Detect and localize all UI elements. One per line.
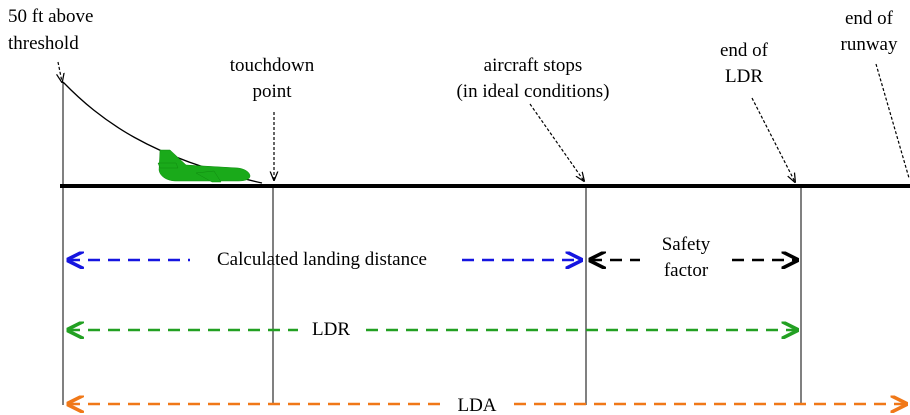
stop-pointer (529, 103, 584, 181)
touchdown-label-line1: touchdown (230, 55, 315, 76)
safety-factor-label-line1: Safety (662, 234, 711, 255)
stop-label-line1: aircraft stops (484, 55, 583, 76)
threshold-pointer (58, 61, 62, 82)
threshold-label-line1: 50 ft above (8, 6, 93, 27)
safety-factor-label-line2: factor (664, 260, 709, 281)
touchdown-label-line2: point (252, 81, 292, 102)
end-runway-label-line2: runway (841, 34, 898, 55)
calculated-distance-label: Calculated landing distance (217, 249, 427, 270)
ldr-label: LDR (312, 319, 350, 340)
stop-label-line2: (in ideal conditions) (456, 81, 609, 102)
end-ldr-pointer (751, 97, 795, 182)
lda-label: LDA (457, 395, 496, 415)
threshold-label-line2: threshold (8, 33, 79, 54)
end-ldr-label-line2: LDR (725, 66, 763, 87)
end-runway-label-line1: end of (845, 8, 894, 29)
end-ldr-label-line1: end of (720, 40, 769, 61)
end-runway-pointer (875, 63, 910, 179)
airplane-icon (157, 149, 251, 183)
